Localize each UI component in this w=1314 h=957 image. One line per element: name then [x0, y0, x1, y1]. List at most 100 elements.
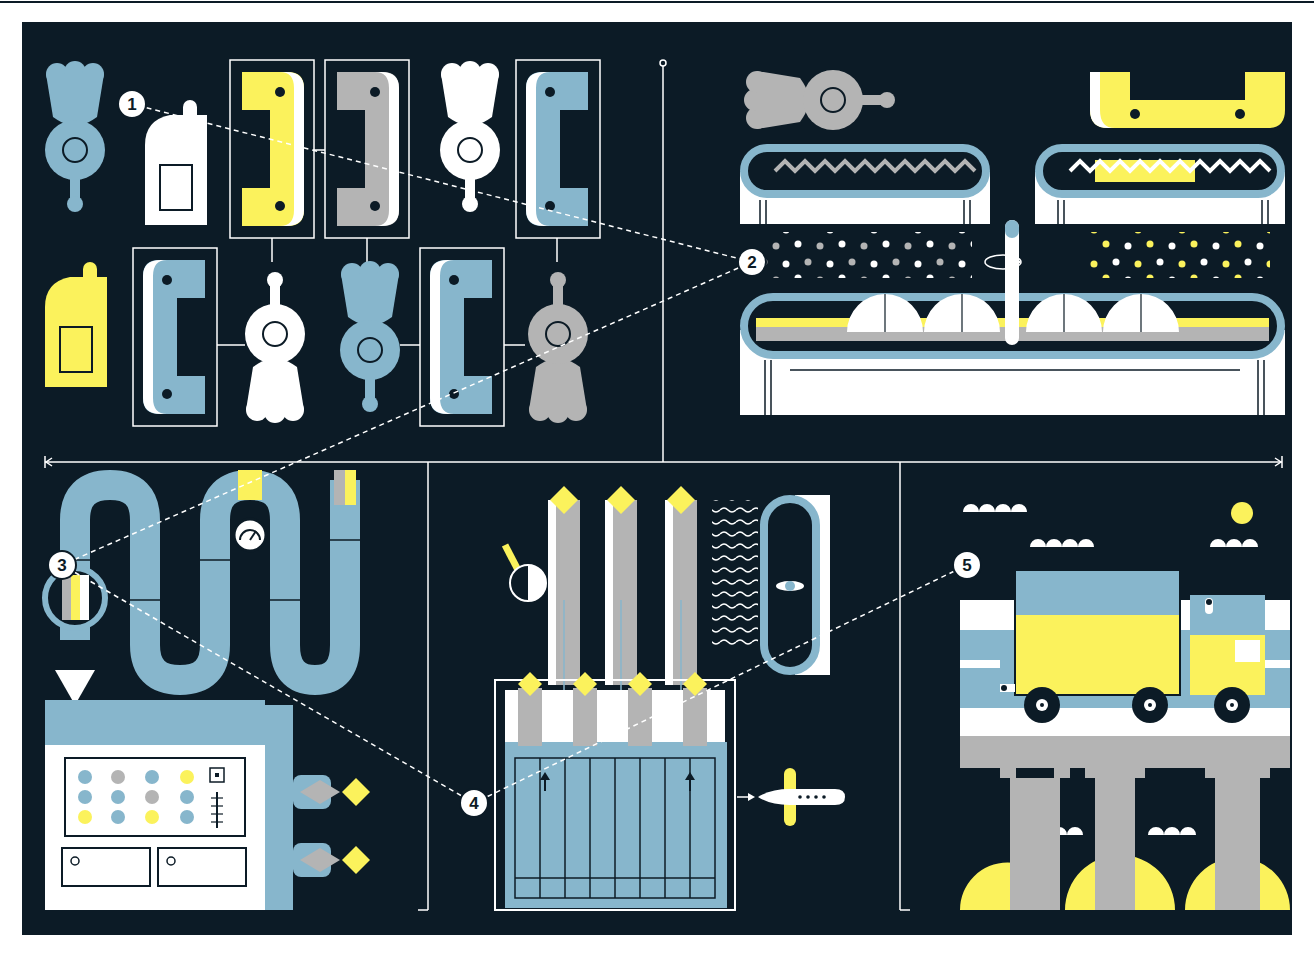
sorted-plastics-part [230, 60, 314, 238]
shredding-washing-part-part [759, 200, 761, 224]
pellet-cooling-part [785, 581, 795, 591]
pellet-cooling-part [515, 758, 715, 898]
melting-extrusion-part [78, 770, 194, 824]
shredding-washing-part-part [1140, 294, 1141, 332]
melting-extrusion-part-part [200, 559, 230, 561]
transport-scene [960, 502, 1290, 910]
callout-number: 2 [737, 247, 767, 277]
pellet-cooling [495, 486, 845, 910]
transport-scene-part [1231, 502, 1253, 524]
transport-scene-part-part [1214, 687, 1250, 723]
transport-scene-part [1024, 687, 1250, 723]
melting-extrusion-part-part [211, 821, 223, 822]
melting-extrusion-part [62, 848, 150, 886]
pellet-cooling-part [548, 486, 697, 685]
melting-extrusion-part-part [111, 810, 125, 824]
shredding-washing-part-part [1057, 200, 1059, 224]
transport-scene-part [1190, 595, 1265, 635]
transport-scene-part-part [1230, 703, 1234, 707]
sorted-plastics-part [45, 61, 105, 212]
pellet-cooling-part-part [683, 672, 707, 696]
sorted-plastics-part-part [271, 238, 273, 262]
pellet-cooling-part-part [564, 758, 566, 898]
pellet-cooling-part [528, 565, 546, 601]
transport-scene-part [1015, 570, 1180, 615]
shredding-washing-part [1070, 161, 1270, 171]
panel-dividers-part [1275, 458, 1281, 466]
shredding-washing-part-part [1267, 200, 1269, 224]
page-frame [0, 2, 1314, 935]
pellet-cooling-part [505, 742, 727, 908]
panel-dividers-part [45, 461, 1282, 463]
transport-scene-part [1190, 595, 1265, 695]
melting-extrusion-part [71, 575, 80, 620]
transport-scene-part-part [1000, 768, 1016, 778]
melting-extrusion-part [167, 857, 175, 865]
melting-extrusion-part [265, 705, 293, 910]
pellet-cooling-part-part [689, 779, 691, 791]
pellet-cooling-part [518, 672, 707, 696]
sorted-plastics-part-part [217, 344, 245, 346]
shredding-washing-part [760, 200, 970, 224]
melting-extrusion-part-part [78, 770, 92, 784]
pellet-cooling-part-part [814, 795, 818, 799]
melting-extrusion-part [211, 798, 223, 822]
pellet-cooling-part-part [540, 772, 550, 780]
melting-extrusion-part [210, 768, 224, 782]
pellet-cooling-part [712, 500, 758, 646]
shredding-washing-part-part [764, 360, 766, 415]
pellet-cooling-part-part [822, 795, 826, 799]
callout-number: 5 [952, 550, 982, 580]
shredding-washing-part-part [770, 360, 772, 415]
melting-extrusion-part-part [145, 810, 159, 824]
shredding-washing-part [775, 161, 975, 171]
pellet-cooling-part-part [806, 795, 810, 799]
melting-extrusion-part [342, 778, 370, 806]
melting-extrusion-part-part [145, 790, 159, 804]
transport-scene-part-part [963, 504, 1027, 512]
pellet-cooling-part-part [573, 688, 597, 746]
shredding-washing-part-part [963, 200, 965, 224]
pellet-cooling-part [495, 680, 735, 910]
shredding-washing-part-part [790, 369, 1240, 371]
pellet-cooling-part-part [589, 758, 591, 898]
melting-extrusion-part [345, 470, 356, 505]
callout-text: 5 [962, 557, 971, 574]
melting-extrusion-part [238, 470, 262, 500]
shredding-washing [740, 70, 1285, 415]
transport-scene-part-part [1095, 778, 1135, 910]
shredding-washing-part [765, 360, 1264, 415]
pellet-cooling-part [540, 772, 695, 791]
melting-extrusion-part-part [130, 599, 160, 601]
pellet-cooling-part [758, 789, 845, 805]
pellet-cooling-part-part [639, 758, 641, 898]
sorted-plastics-part-part [556, 238, 558, 262]
sorted-plastics-part [420, 248, 504, 426]
shredding-washing-part [1058, 200, 1268, 224]
shredding-washing-part-part [969, 200, 971, 224]
melting-extrusion-part-part [180, 810, 194, 824]
pellet-cooling-part-part [573, 672, 597, 696]
page-frame-part [22, 22, 1292, 935]
pellet-cooling-part [798, 795, 826, 799]
pellet-cooling-part-part [614, 758, 616, 898]
sorted-plastics-part [430, 260, 492, 414]
transport-scene-part-part [1148, 827, 1196, 835]
pellet-cooling-part-part [664, 758, 666, 898]
leader-line [147, 108, 738, 259]
leader-line [76, 268, 739, 559]
transport-scene-part-part [1024, 687, 1060, 723]
melting-extrusion-part [215, 773, 219, 777]
pellet-cooling-part [776, 581, 804, 591]
melting-extrusion-part [45, 745, 265, 910]
pellet-cooling-part-part [515, 877, 715, 879]
callout-number: 3 [47, 550, 77, 580]
transport-scene-part [1205, 598, 1213, 614]
callout-text: 1 [127, 96, 136, 113]
panel-dividers-part [900, 909, 910, 911]
sorted-plastics-part [516, 60, 600, 238]
melting-extrusion-part [250, 531, 256, 540]
shredding-washing-part-part [1263, 360, 1265, 415]
